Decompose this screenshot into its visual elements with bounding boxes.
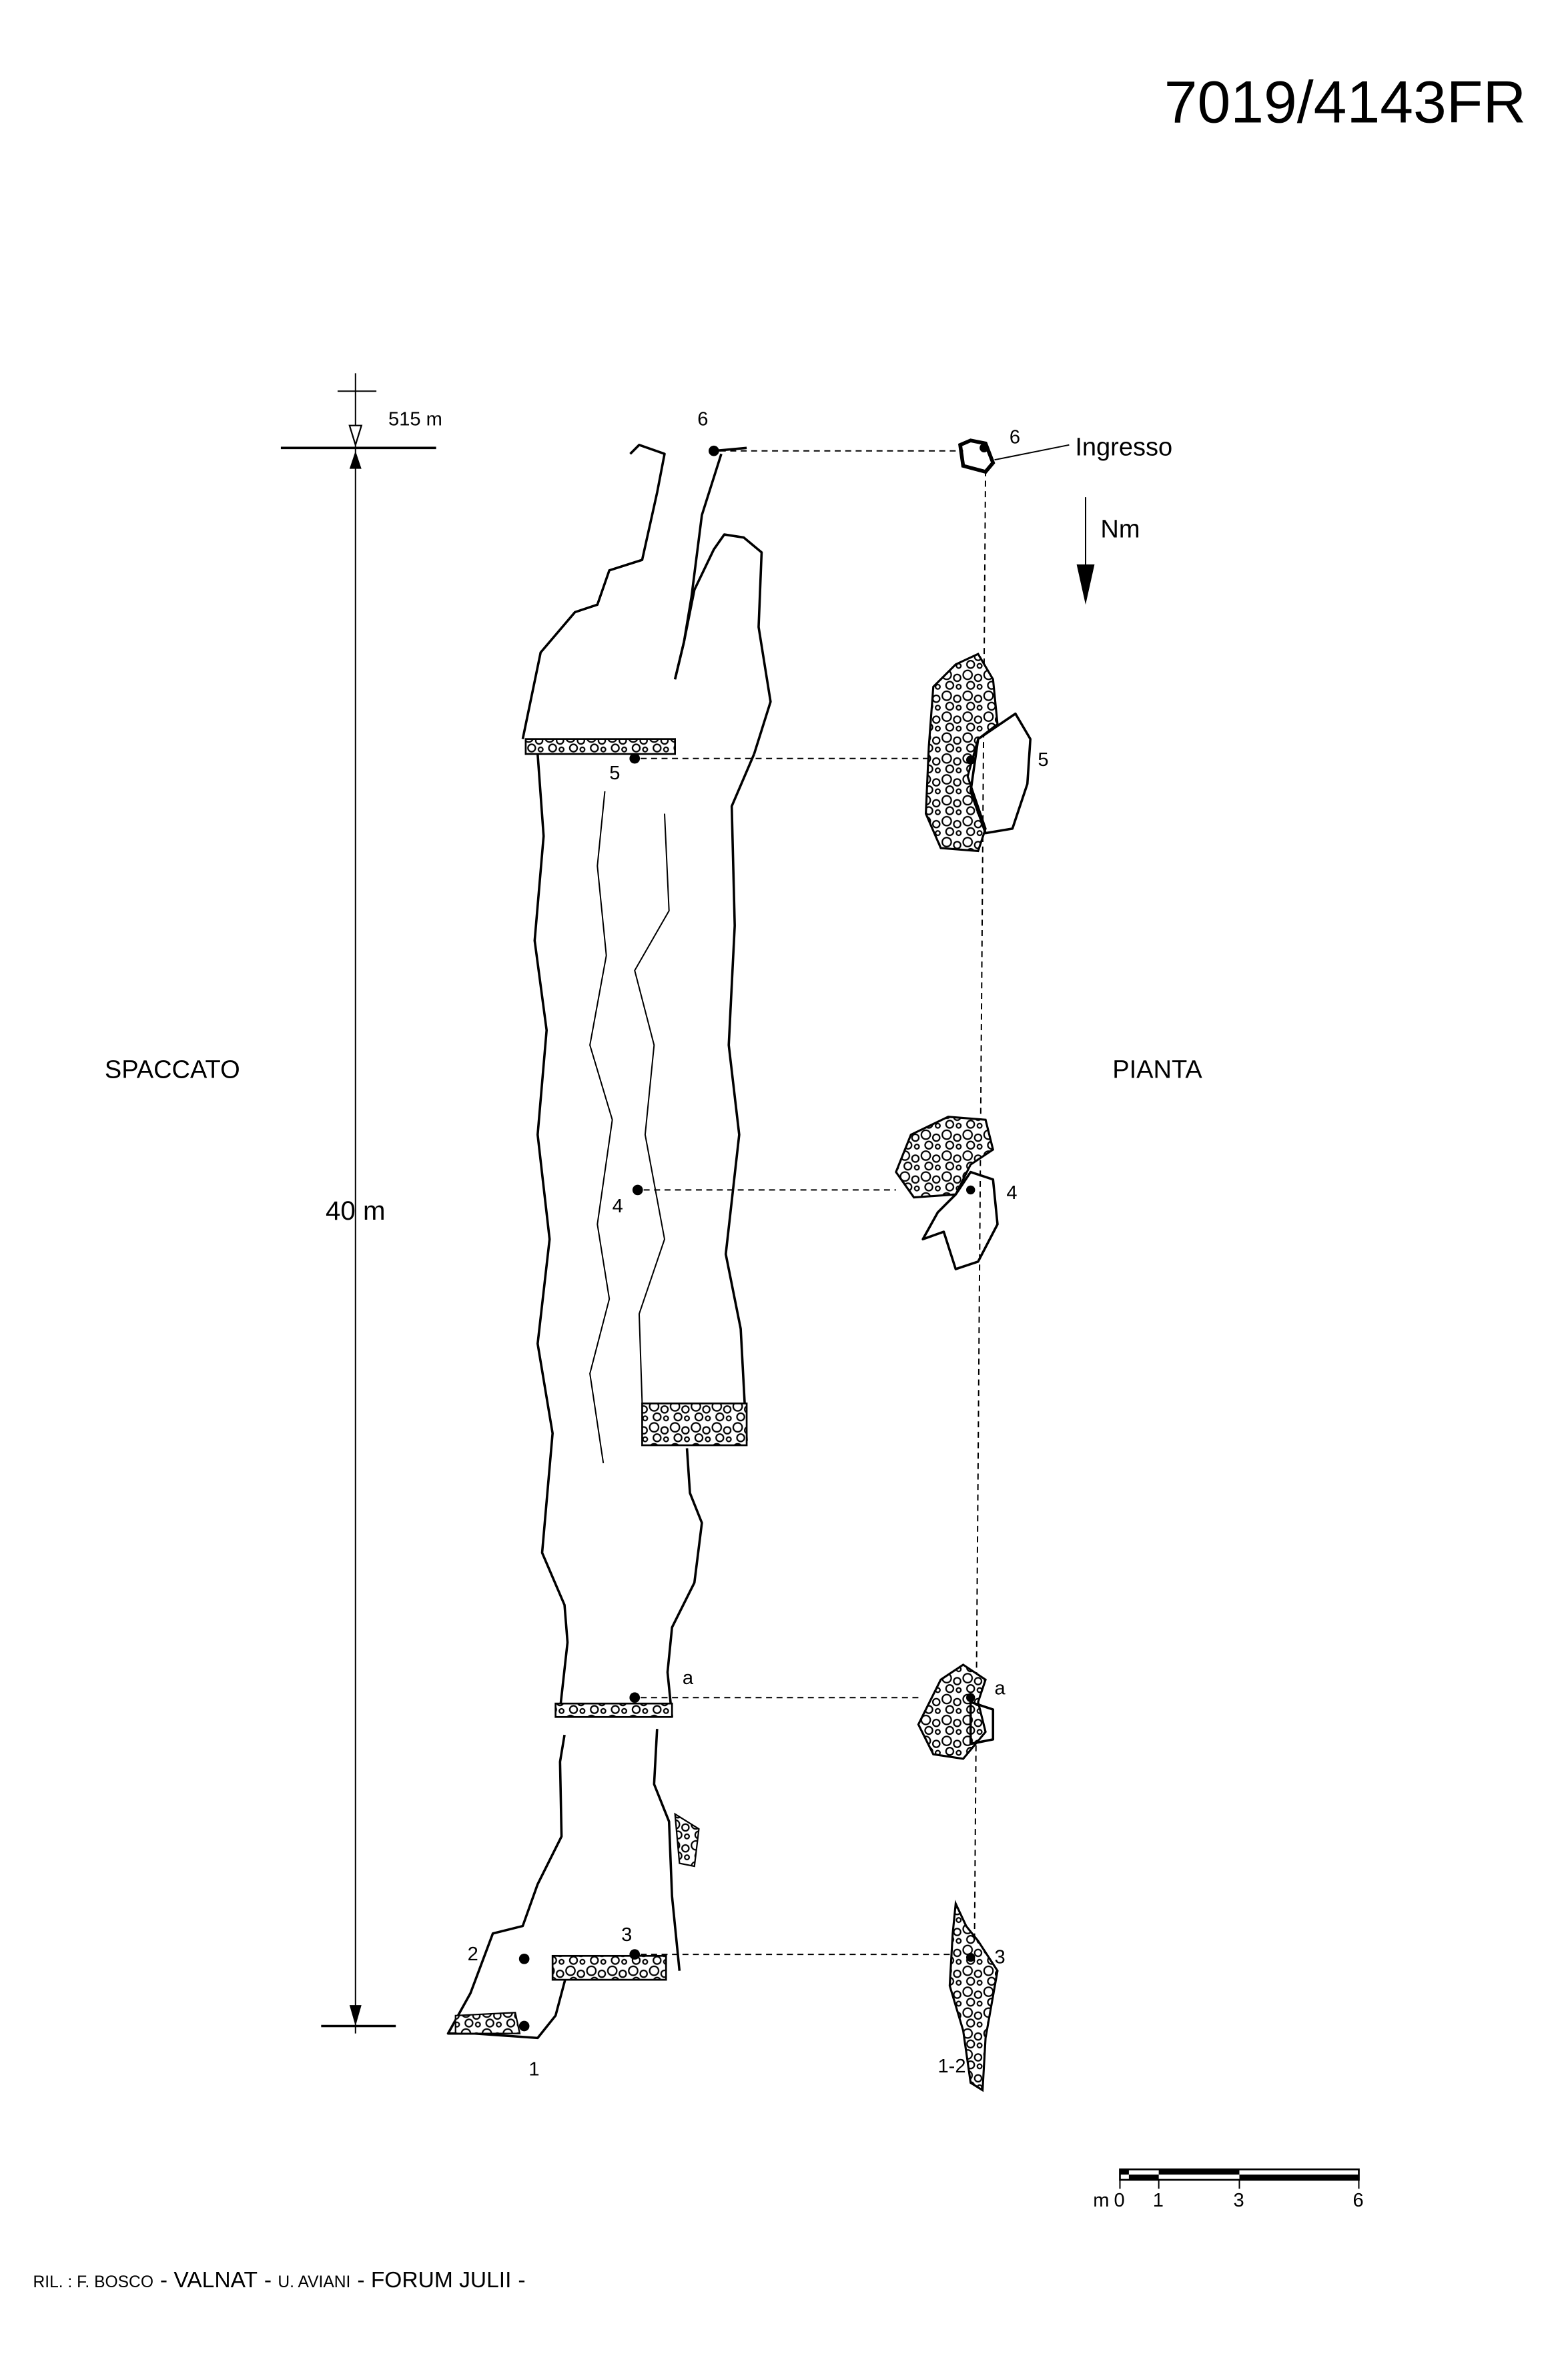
survey-id-title: 7019/4143FR [1164, 68, 1526, 135]
station-6-label: 6 [697, 409, 708, 430]
altitude-label: 515 m [388, 409, 442, 430]
north-label: Nm [1100, 516, 1140, 544]
credit-group-1: VALNAT [173, 2268, 258, 2293]
credit-surveyor: RIL. : F. BOSCO [33, 2273, 153, 2291]
plan-station-4-label: 4 [1006, 1182, 1017, 1204]
scale-bar: m 0 1 3 6 [1093, 2168, 1364, 2211]
section-label: SPACCATO [105, 1056, 240, 1084]
section-outline [446, 444, 772, 2040]
scale-tick-6: 6 [1353, 2190, 1364, 2211]
plan-station-3-label: 3 [995, 1947, 1006, 1968]
plan-label: PIANTA [1112, 1056, 1202, 1084]
station-5-label: 5 [609, 763, 620, 784]
plan-station-a-label: a [995, 1678, 1006, 1699]
station-a-label: a [683, 1667, 694, 1689]
scale-tick-1: 1 [1153, 2190, 1164, 2211]
plan-station-1-2-label: 1-2 [937, 2056, 965, 2077]
entrance-label: Ingresso [1075, 433, 1172, 461]
credit-group-2: FORUM JULII [371, 2268, 512, 2293]
station-1-label: 1 [528, 2058, 539, 2080]
station-3-label: 3 [621, 1924, 632, 1946]
station-4-label: 4 [613, 1196, 623, 1217]
plan-outline [895, 438, 1070, 2092]
depth-label: 40 m [326, 1196, 386, 1226]
plan-station-5-label: 5 [1038, 749, 1048, 771]
plan-station-6-label: 6 [1010, 427, 1020, 448]
depth-scale: 515 m 40 m [280, 373, 442, 2034]
credit-author-2: U. AVIANI [278, 2273, 350, 2291]
scale-tick-0: 0 [1114, 2190, 1125, 2211]
credits: RIL. : F. BOSCO - VALNAT - U. AVIANI - F… [33, 2266, 525, 2293]
scale-tick-3: 3 [1234, 2190, 1244, 2211]
scale-unit: m [1093, 2190, 1109, 2211]
section-stations: 6 5 4 a 3 2 1 [468, 409, 719, 2080]
station-2-label: 2 [468, 1944, 478, 1965]
plan-stations: 6 5 4 a 3 1-2 [937, 427, 1048, 2077]
north-arrow-icon [1076, 497, 1095, 605]
